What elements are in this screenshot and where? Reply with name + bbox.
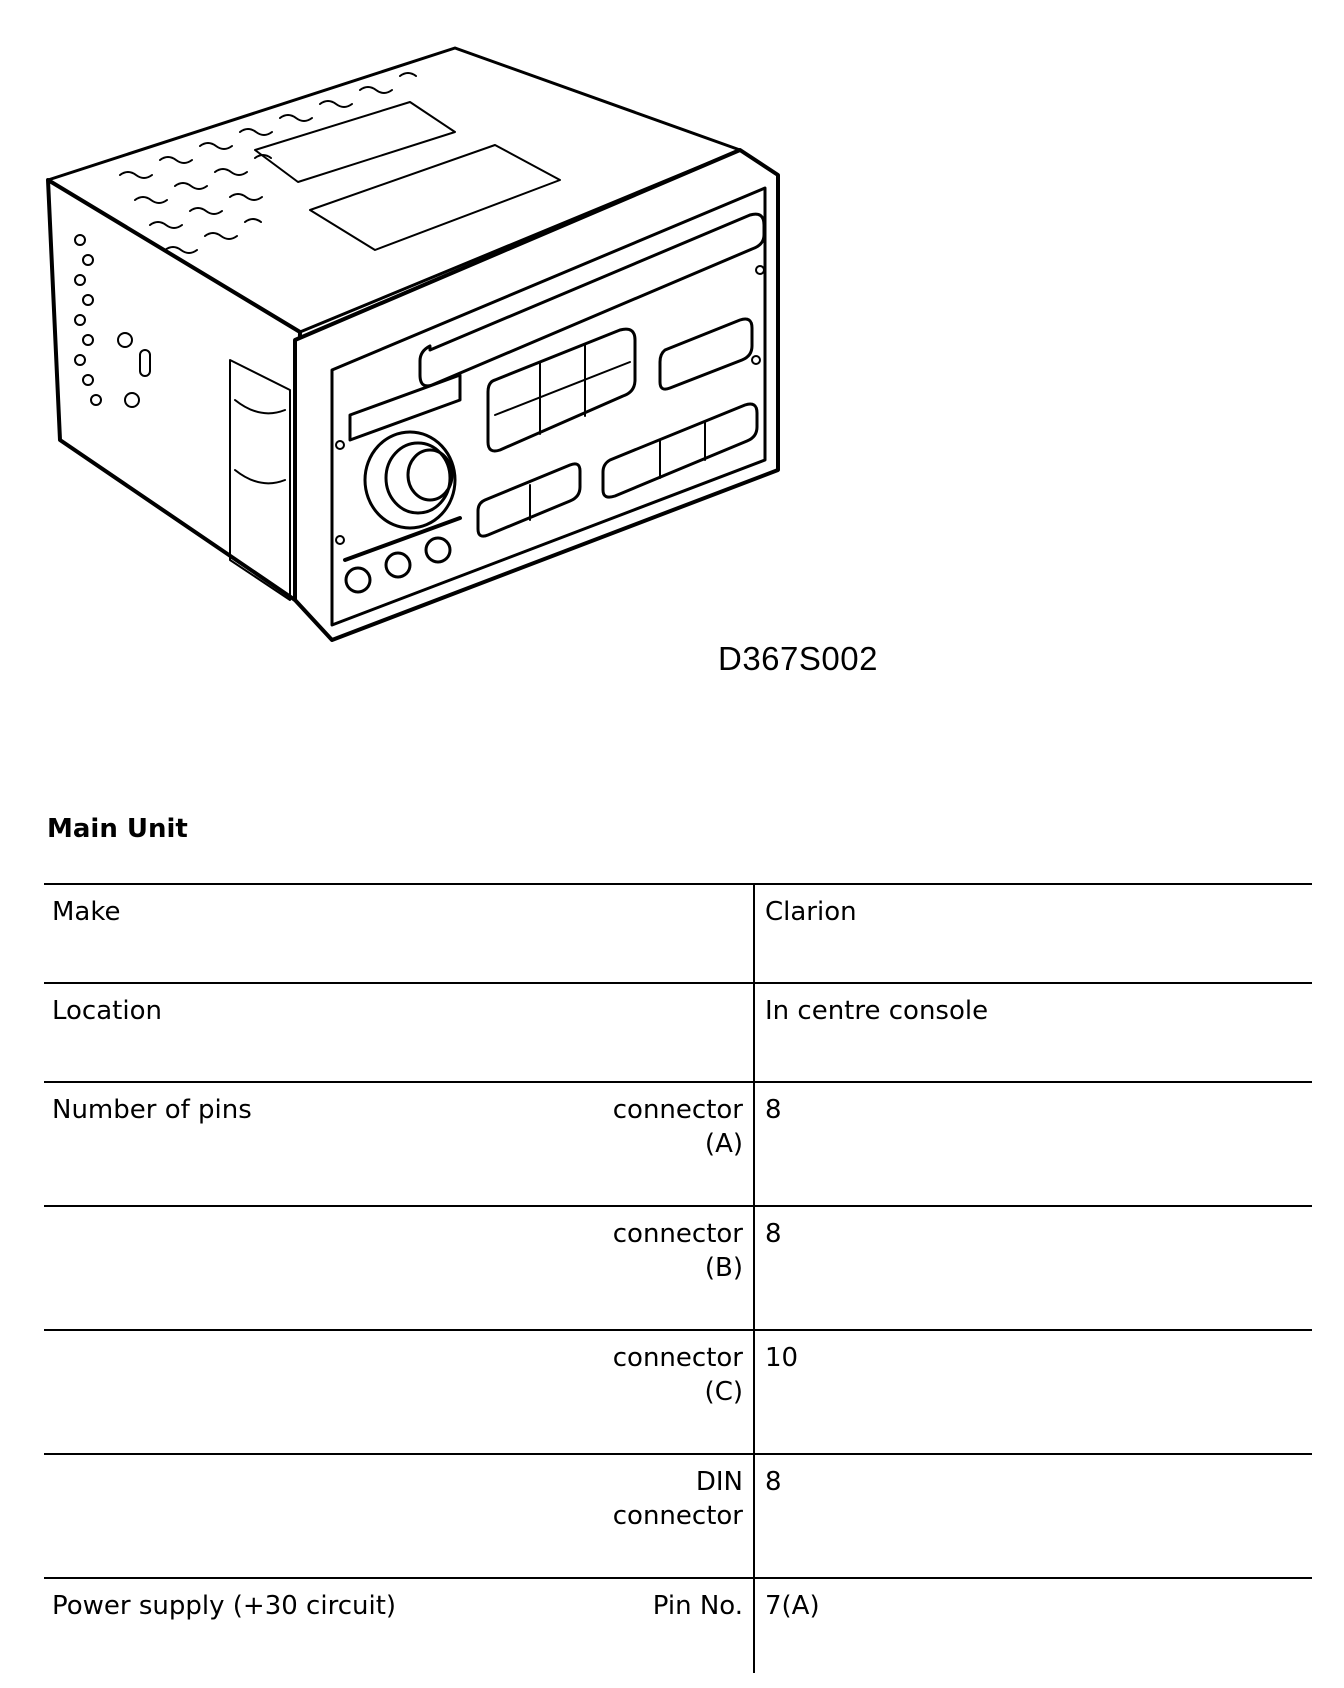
row-sublabel: [464, 883, 755, 983]
row-label: [44, 1329, 464, 1454]
row-label: Power supply (+30 circuit): [44, 1577, 464, 1673]
table-row: connector (C) 10: [44, 1329, 1312, 1454]
row-label: Location: [44, 982, 464, 1082]
row-value: 8: [754, 1453, 1312, 1578]
spec-table: Make Clarion Location In centre console …: [44, 883, 1312, 1673]
table-row: Power supply (+30 circuit) Pin No. 7(A): [44, 1577, 1312, 1673]
table-row: Make Clarion: [44, 883, 1312, 983]
radio-unit-illustration: [46, 46, 780, 642]
row-value: In centre console: [754, 982, 1312, 1082]
section-title: Main Unit: [47, 814, 188, 844]
row-value: 8: [754, 1205, 1312, 1330]
row-sublabel: [464, 982, 755, 1082]
table-row: DIN connector 8: [44, 1453, 1312, 1578]
row-sublabel: connector (A): [464, 1081, 755, 1206]
row-label: Number of pins: [44, 1081, 464, 1206]
table-row: Number of pins connector (A) 8: [44, 1081, 1312, 1206]
row-label: [44, 1205, 464, 1330]
row-sublabel: connector (B): [464, 1205, 755, 1330]
row-value: 7(A): [754, 1577, 1312, 1673]
row-sublabel: Pin No.: [464, 1577, 755, 1673]
figure-code: D367S002: [718, 640, 878, 677]
row-value: 8: [754, 1081, 1312, 1206]
table-row: connector (B) 8: [44, 1205, 1312, 1330]
table-row: Location In centre console: [44, 982, 1312, 1082]
row-label: Make: [44, 883, 464, 983]
row-label: [44, 1453, 464, 1578]
row-sublabel: connector (C): [464, 1329, 755, 1454]
row-value: 10: [754, 1329, 1312, 1454]
row-value: Clarion: [754, 883, 1312, 983]
row-sublabel: DIN connector: [464, 1453, 755, 1578]
